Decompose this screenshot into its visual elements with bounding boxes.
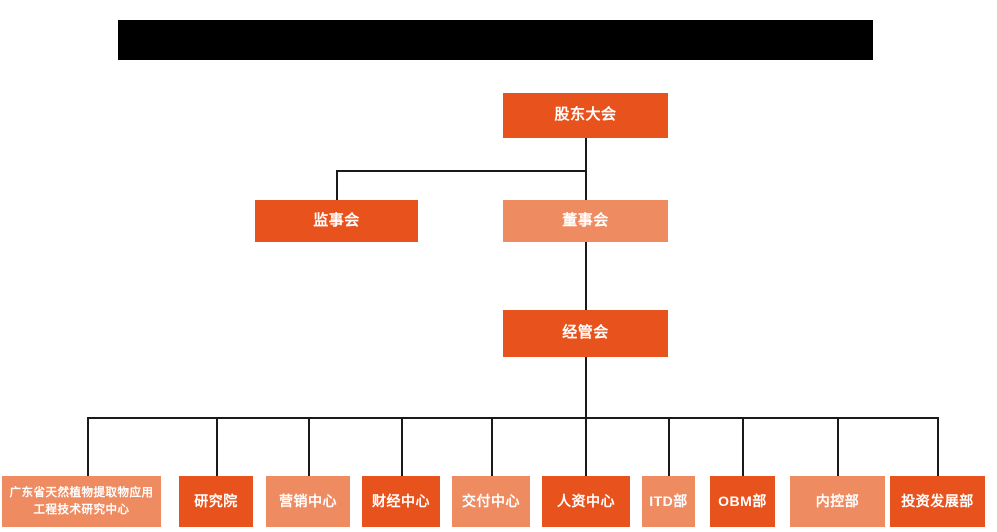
node-delivery-center[interactable]: 交付中心 bbox=[452, 476, 530, 527]
node-obm-dept-label: OBM部 bbox=[718, 492, 767, 509]
connector-drop-marketing-center bbox=[308, 417, 310, 476]
connector-drop-delivery-center bbox=[491, 417, 493, 476]
connector-level2-bus bbox=[336, 170, 587, 172]
connector-drop-hr-center bbox=[585, 417, 587, 476]
node-obm-dept[interactable]: OBM部 bbox=[710, 476, 775, 527]
node-management[interactable]: 经管会 bbox=[503, 310, 668, 357]
node-finance-center-label: 财经中心 bbox=[372, 492, 430, 509]
connector-management-down bbox=[585, 357, 587, 418]
node-finance-center[interactable]: 财经中心 bbox=[362, 476, 440, 527]
node-itd-dept-label: ITD部 bbox=[649, 492, 688, 509]
connector-drop-gd-center bbox=[87, 417, 89, 476]
node-shareholders[interactable]: 股东大会 bbox=[503, 93, 668, 138]
node-research-institute-label: 研究院 bbox=[194, 492, 238, 509]
node-investment-dev-dept[interactable]: 投资发展部 bbox=[890, 476, 985, 527]
node-internal-control-dept-label: 内控部 bbox=[815, 492, 860, 509]
connector-level4-bus bbox=[87, 417, 938, 419]
connector-drop-itd-dept bbox=[668, 417, 670, 476]
node-research-institute[interactable]: 研究院 bbox=[179, 476, 253, 527]
title-bar-redacted bbox=[118, 20, 873, 60]
node-investment-dev-dept-label: 投资发展部 bbox=[901, 492, 974, 509]
connector-drop-finance-center bbox=[401, 417, 403, 476]
node-itd-dept[interactable]: ITD部 bbox=[642, 476, 695, 527]
node-delivery-center-label: 交付中心 bbox=[462, 492, 520, 509]
connector-drop-research-institute bbox=[216, 417, 218, 476]
node-gd-center[interactable]: 广东省天然植物提取物应用工程技术研究中心 bbox=[2, 476, 161, 527]
connector-drop-investment-dev-dept bbox=[937, 417, 939, 476]
connector-down-to-supervisors bbox=[336, 170, 338, 200]
node-marketing-center[interactable]: 营销中心 bbox=[266, 476, 350, 527]
node-gd-center-label: 广东省天然植物提取物应用工程技术研究中心 bbox=[9, 486, 154, 516]
node-directors-label: 董事会 bbox=[562, 211, 609, 229]
connector-down-to-directors bbox=[585, 170, 587, 200]
node-management-label: 经管会 bbox=[562, 324, 609, 342]
connector-drop-obm-dept bbox=[742, 417, 744, 476]
node-directors[interactable]: 董事会 bbox=[503, 200, 668, 242]
node-hr-center-label: 人资中心 bbox=[557, 492, 615, 509]
connector-drop-internal-control-dept bbox=[837, 417, 839, 476]
node-supervisors-label: 监事会 bbox=[313, 211, 360, 229]
connector-directors-to-management bbox=[585, 242, 587, 310]
node-marketing-center-label: 营销中心 bbox=[279, 492, 337, 509]
node-shareholders-label: 股东大会 bbox=[554, 106, 617, 124]
connector-shareholders-down bbox=[585, 138, 587, 170]
node-hr-center[interactable]: 人资中心 bbox=[542, 476, 630, 527]
node-internal-control-dept[interactable]: 内控部 bbox=[790, 476, 885, 527]
node-supervisors[interactable]: 监事会 bbox=[255, 200, 418, 242]
